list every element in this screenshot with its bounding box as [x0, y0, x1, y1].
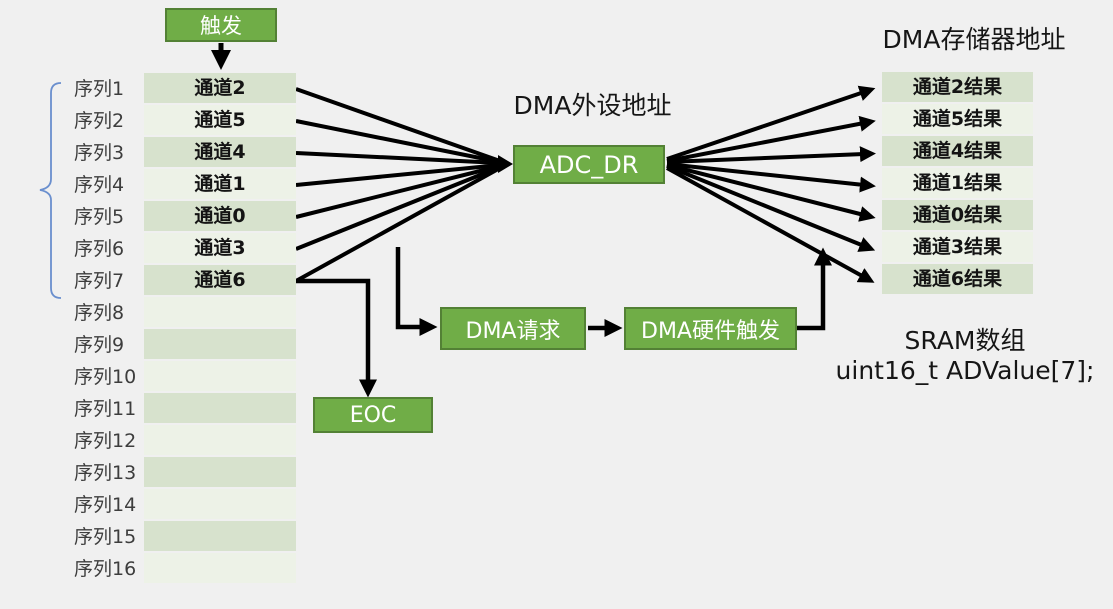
result-row-1: 通道2结果: [882, 72, 1033, 102]
sequence-label-15: 序列15: [74, 526, 137, 548]
sram-caption-line1: SRAM数组: [904, 326, 1026, 355]
sequence-label-14: 序列14: [74, 494, 137, 516]
dma-request-box: DMA请求: [440, 307, 586, 350]
result-row-2: 通道5结果: [882, 104, 1033, 134]
channel-row-2: 通道5: [144, 105, 296, 135]
dma-memory-address-title: DMA存储器地址: [882, 25, 1066, 54]
sequence-label-13: 序列13: [74, 462, 137, 484]
sequence-label-9: 序列9: [74, 334, 125, 356]
result-row-5: 通道0结果: [882, 200, 1033, 230]
sequence-label-4: 序列4: [74, 174, 125, 196]
result-row-4: 通道1结果: [882, 168, 1033, 198]
channel-row-10: [144, 361, 296, 391]
channel-row-16: [144, 553, 296, 583]
result-row-6: 通道3结果: [882, 232, 1033, 262]
dma-hw-trigger-box: DMA硬件触发: [624, 307, 797, 350]
sram-caption-line2: uint16_t ADValue[7];: [835, 356, 1095, 385]
result-row-3: 通道4结果: [882, 136, 1033, 166]
sequence-bracket-icon: [39, 82, 62, 299]
channel-row-13: [144, 457, 296, 487]
sequence-label-16: 序列16: [74, 558, 137, 580]
result-row-7: 通道6结果: [882, 264, 1033, 294]
dma-request-arrow: [395, 247, 438, 336]
channel-row-12: [144, 425, 296, 455]
adc-dr-box: ADC_DR: [513, 145, 665, 184]
sequence-label-12: 序列12: [74, 430, 137, 452]
eoc-box: EOC: [313, 397, 433, 433]
dma-peripheral-address-title: DMA外设地址: [513, 91, 672, 120]
channel-row-6: 通道3: [144, 233, 296, 263]
sequence-label-1: 序列1: [74, 78, 125, 100]
sequence-label-2: 序列2: [74, 110, 125, 132]
channel-row-7: 通道6: [144, 265, 296, 295]
channel-row-3: 通道4: [144, 137, 296, 167]
sequence-label-8: 序列8: [74, 302, 125, 324]
channel-row-9: [144, 329, 296, 359]
trigger-box: 触发: [165, 8, 277, 42]
fan-in-arrowhead: [498, 155, 513, 173]
channel-row-14: [144, 489, 296, 519]
channel-row-4: 通道1: [144, 169, 296, 199]
channel-row-5: 通道0: [144, 201, 296, 231]
sequence-label-7: 序列7: [74, 270, 125, 292]
hwtrigger-up-arrow: [797, 247, 832, 331]
sequence-label-10: 序列10: [74, 366, 137, 388]
eoc-arrow: [296, 278, 377, 398]
sequence-label-3: 序列3: [74, 142, 125, 164]
sequence-label-11: 序列11: [74, 398, 137, 420]
sequence-label-6: 序列6: [74, 238, 125, 260]
channel-row-11: [144, 393, 296, 423]
channel-row-8: [144, 297, 296, 327]
sequence-label-5: 序列5: [74, 206, 125, 228]
channel-row-1: 通道2: [144, 73, 296, 103]
channel-row-15: [144, 521, 296, 551]
